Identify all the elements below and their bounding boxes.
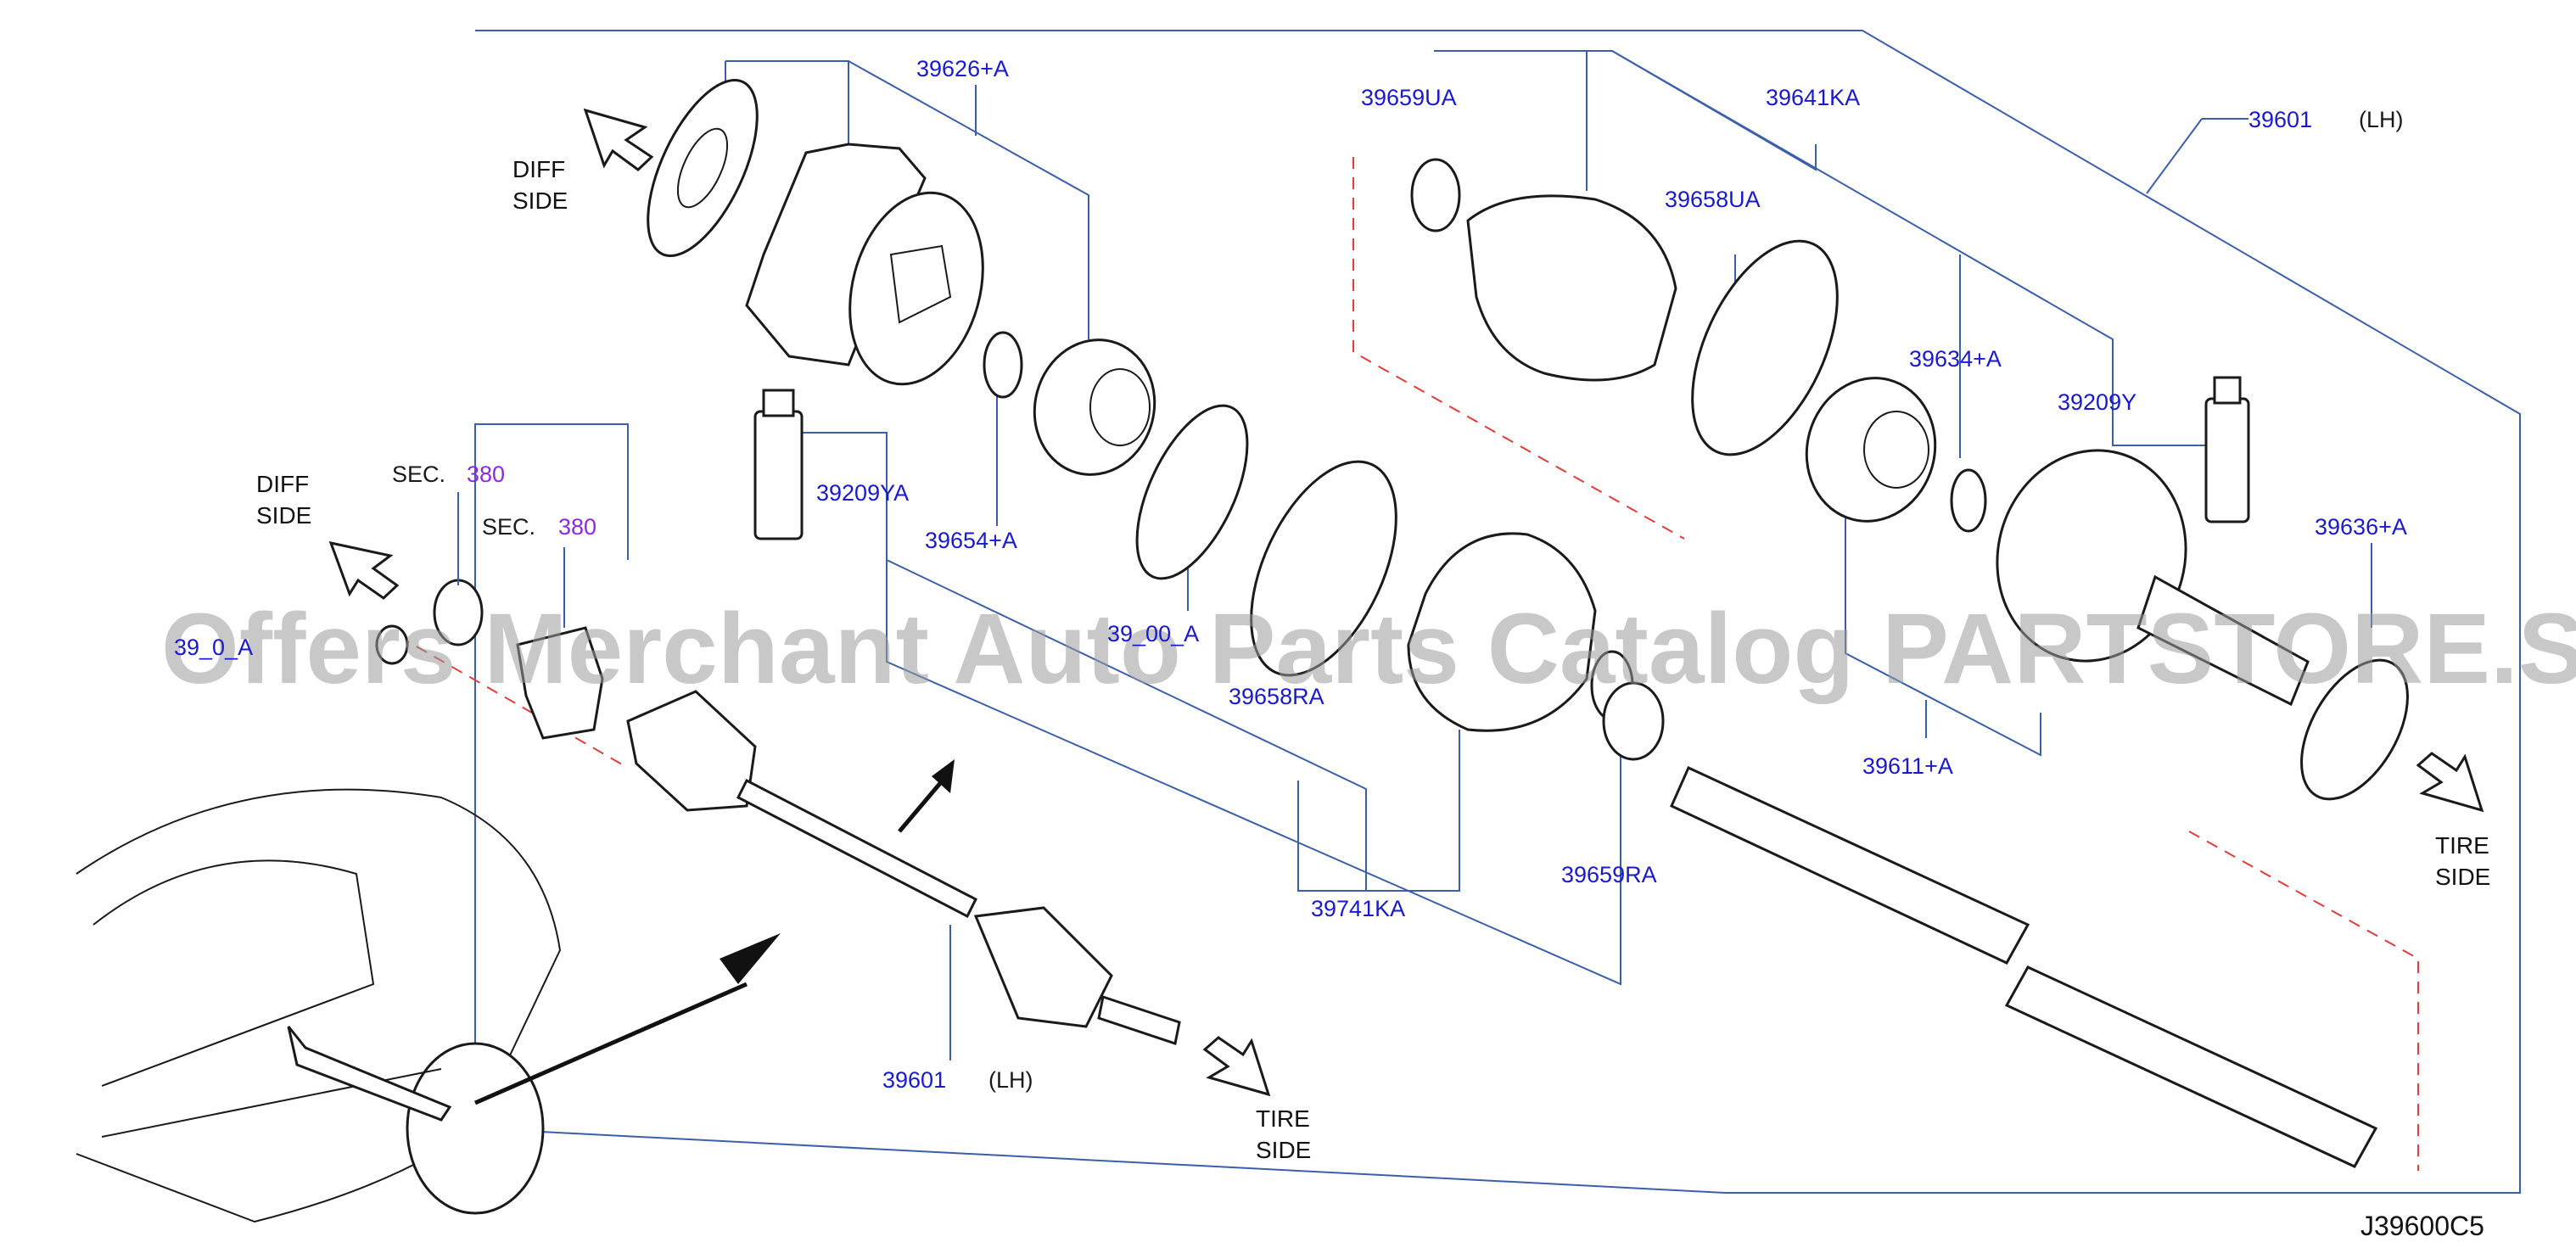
assembled-shaft (736, 778, 978, 919)
part-number-39600A[interactable]: 39_00_A (1107, 621, 1199, 646)
circlip-part (1950, 468, 1987, 533)
tire-side-bottom-line1: TIRE (1256, 1105, 1310, 1132)
part-number-39654A[interactable]: 39654+A (925, 528, 1017, 553)
spider-bore (1089, 368, 1151, 446)
vehicle-axle-line (101, 1068, 442, 1138)
assembled-outer-joint (973, 906, 1113, 1028)
part-number-39626A[interactable]: 39626+A (916, 56, 1009, 81)
diff-side-arrow-top-icon (583, 108, 654, 171)
part-number-3910A[interactable]: 39_0_A (174, 635, 253, 660)
flange-part (516, 626, 604, 740)
inner-boot-part (1407, 532, 1597, 732)
clip-part (375, 624, 409, 665)
boot-band-large-part (1250, 460, 1397, 677)
part-side-39601-bottom: (LH) (988, 1067, 1033, 1093)
location-arrow-shaft (473, 982, 748, 1105)
leader-39641KA-a (1587, 50, 1817, 171)
part-number-39636A[interactable]: 39636+A (2315, 514, 2407, 540)
snap-ring-part (983, 331, 1023, 399)
leader-39659UA (1434, 50, 1588, 191)
housing-groove (889, 244, 952, 324)
washer-part (647, 78, 759, 258)
assembly-arrow-shaft (898, 775, 948, 833)
boot-band-ua-part (1691, 239, 1839, 456)
diff-side-left-line2: SIDE (256, 502, 311, 529)
outer-boot-part (1466, 194, 1677, 382)
inner-race-bore (1863, 411, 1929, 489)
diff-side-arrow-left-icon (328, 540, 400, 600)
vehicle-driveshaft (287, 1026, 452, 1122)
boot-band-part (1135, 404, 1249, 580)
vehicle-body-outline (76, 788, 562, 1223)
part-number-39209Y[interactable]: 39209Y (2058, 389, 2136, 415)
small-boot-band-part (1410, 158, 1461, 232)
guide-inner-boot (1352, 157, 1685, 540)
grease-tube-left (753, 410, 804, 540)
assembly-frame (474, 30, 2521, 1194)
diff-side-top-line1: DIFF (512, 156, 565, 182)
outer-stub-shaft-part (2136, 574, 2310, 707)
spider-assembly-part (1033, 339, 1156, 476)
part-side-39601-top: (LH) (2359, 107, 2404, 132)
vehicle-fender-outline (92, 859, 375, 1087)
diff-side-top-line2: SIDE (512, 187, 568, 214)
leader-39601-top (2146, 118, 2203, 194)
tire-side-arrow-right-icon (2416, 752, 2484, 813)
washer-hole (676, 127, 729, 209)
diff-side-left-line1: DIFF (256, 471, 309, 497)
leader-39611-a (1845, 509, 2041, 757)
part-number-39658RA[interactable]: 39658RA (1229, 684, 1324, 709)
part-number-39659RA[interactable]: 39659RA (1561, 862, 1657, 887)
tire-side-bottom-line2: SIDE (1256, 1137, 1311, 1163)
watermark-text: Offers Merchant Auto Parts Catalog PARTS… (161, 593, 2576, 705)
assembly-arrow-head (932, 759, 955, 793)
tire-side-arrow-bottom-icon (1202, 1036, 1271, 1097)
wheel-hub-outline (406, 1042, 545, 1215)
tire-side-right-line2: SIDE (2435, 864, 2490, 890)
grease-tube-right (2204, 397, 2250, 523)
sec-ref-1-number[interactable]: 380 (467, 462, 505, 487)
guide-left-axis (398, 635, 629, 769)
leader-39641KA-b (1611, 50, 2206, 446)
inner-race-part (1805, 377, 1937, 523)
guide-shaft-end (2188, 831, 2419, 1171)
dust-shield-part (2300, 658, 2409, 801)
assembled-stub-shaft (1097, 995, 1181, 1045)
grease-tube-right-cap (2213, 376, 2242, 405)
sec-ref-1-prefix: SEC. (392, 462, 445, 487)
part-number-39658UA[interactable]: 39658UA (1665, 187, 1761, 212)
sec-ref-2-prefix: SEC. (482, 514, 535, 540)
part-number-39659UA[interactable]: 39659UA (1361, 85, 1457, 110)
leader-39626-b (848, 60, 1089, 339)
leader-39658RA (1297, 730, 1460, 892)
part-number-39641KA[interactable]: 39641KA (1766, 85, 1860, 110)
band-clamp-part (1602, 681, 1665, 761)
part-number-39634A[interactable]: 39634+A (1909, 346, 2002, 372)
outer-joint-housing-part (1996, 449, 2187, 663)
shaft-lower-part (2004, 965, 2378, 1168)
part-number-39601-bottom[interactable]: 39601 (882, 1067, 946, 1093)
part-number-39741KA[interactable]: 39741KA (1311, 896, 1405, 921)
location-arrow-head (720, 933, 781, 984)
joint-housing-part (848, 191, 984, 386)
sec-ref-2-number[interactable]: 380 (558, 514, 596, 540)
part-number-39209YA[interactable]: 39209YA (816, 480, 909, 506)
part-number-39601-top[interactable]: 39601 (2248, 107, 2312, 132)
shaft-upper-part (1670, 765, 2030, 965)
grease-tube-left-cap (762, 389, 795, 417)
assembled-inner-joint (626, 690, 757, 812)
diagram-code: J39600C5 (2360, 1211, 2484, 1241)
part-number-39611A[interactable]: 39611+A (1862, 753, 1953, 779)
tire-side-right-line1: TIRE (2435, 832, 2489, 859)
leader-39741KA-39659RA (886, 560, 1621, 986)
